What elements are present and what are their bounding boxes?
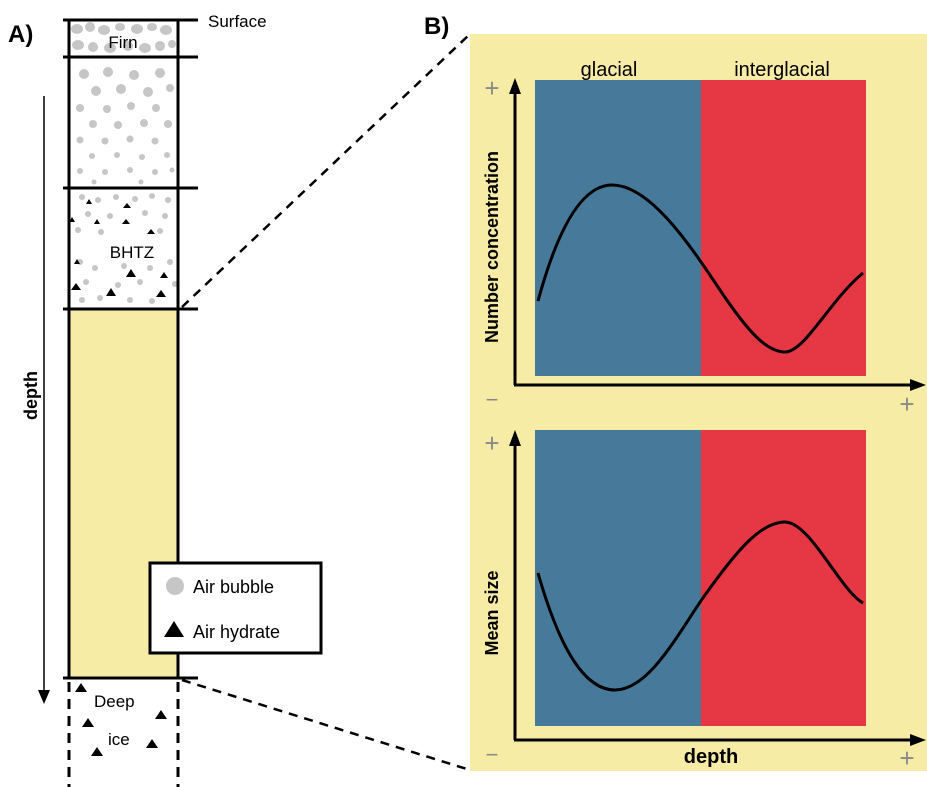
- bottom-y-minus: −: [486, 742, 499, 767]
- top-y-minus: −: [486, 387, 499, 412]
- top-y-arrowhead: [509, 78, 521, 94]
- surface-label: Surface: [208, 12, 267, 31]
- bottom-curve: [536, 520, 864, 692]
- panel-a-label: A): [8, 21, 33, 48]
- firn-label: Firn: [108, 33, 137, 52]
- bhtz-label: BHTZ: [110, 243, 154, 262]
- deep-ice-label-line1: Deep: [94, 692, 135, 711]
- bottom-x-plus: +: [899, 743, 914, 773]
- depth-arrow-head: [38, 690, 50, 704]
- legend-hydrate-label: Air hydrate: [193, 622, 280, 642]
- bottom-x-label: depth: [684, 746, 738, 768]
- top-plot: glacial interglacial + − + Number concen…: [482, 59, 926, 419]
- legend-box: [148, 561, 323, 655]
- top-x-plus: +: [899, 389, 914, 419]
- legend-bubble-icon: [166, 577, 184, 595]
- zoom-line-bottom: [181, 678, 471, 772]
- panel-b-label: B): [424, 13, 449, 40]
- glacial-label: glacial: [581, 59, 638, 81]
- deep-ice-outline: [67, 682, 180, 787]
- depth-label: depth: [21, 371, 41, 420]
- top-glacial-region: [535, 80, 701, 376]
- legend-bubble-label: Air bubble: [193, 577, 274, 597]
- bottom-y-arrowhead: [509, 430, 521, 446]
- interglacial-label: interglacial: [734, 59, 830, 81]
- bhtz-bubbles: [75, 193, 178, 304]
- top-y-label: Number concentration: [482, 151, 502, 343]
- firn-bubbles: [71, 22, 176, 53]
- legend-hydrate-icon: [164, 621, 184, 637]
- bottom-plot: + − + Mean size depth: [482, 428, 926, 773]
- top-curve: [536, 183, 864, 354]
- bottom-glacial-region: [535, 430, 701, 726]
- bottom-y-label: Mean size: [482, 570, 502, 655]
- bottom-y-plus: +: [484, 428, 499, 458]
- top-interglacial-region: [701, 80, 866, 376]
- zoom-line-top: [181, 33, 471, 308]
- bhtz-hydrates: [69, 199, 168, 297]
- deep-ice-hydrates: [75, 683, 167, 756]
- top-x-arrowhead: [910, 379, 926, 391]
- top-y-plus: +: [484, 73, 499, 103]
- deep-ice-label-line2: ice: [108, 730, 130, 749]
- bubble-zone-bubbles: [76, 67, 175, 185]
- bottom-x-arrowhead: [910, 734, 926, 746]
